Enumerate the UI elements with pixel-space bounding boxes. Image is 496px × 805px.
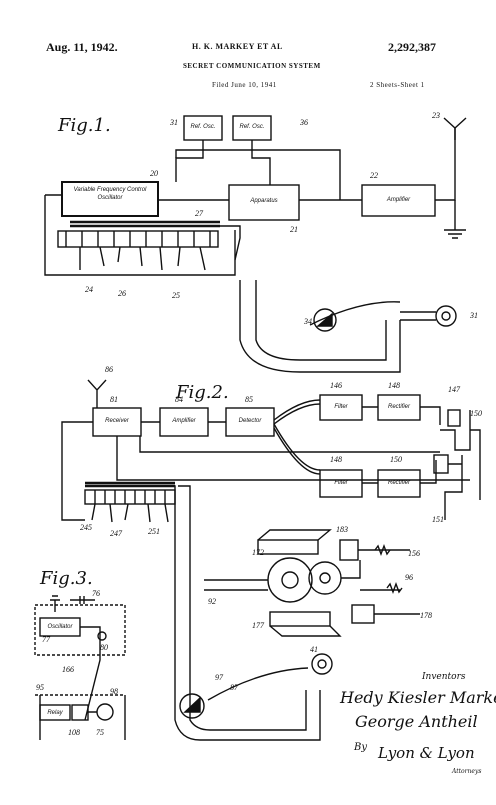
fig3-housing — [34, 604, 126, 656]
svg-text:247: 247 — [110, 529, 123, 538]
svg-text:25: 25 — [172, 291, 180, 300]
patent-date: Aug. 11, 1942. — [46, 40, 118, 54]
svg-text:80: 80 — [100, 643, 108, 652]
svg-text:31: 31 — [169, 118, 178, 127]
fig1-apparatus-label: Apparatus — [250, 198, 278, 204]
svg-text:24: 24 — [85, 285, 93, 294]
fig2-filter-bottom-label: Filter — [334, 480, 348, 486]
fig3-label: Fig.3. — [40, 568, 93, 589]
svg-text:27: 27 — [195, 209, 204, 218]
svg-text:21: 21 — [290, 225, 298, 234]
svg-text:22: 22 — [370, 171, 378, 180]
patent-number: 2,292,387 — [388, 40, 436, 54]
svg-text:150: 150 — [470, 409, 482, 418]
svg-text:20: 20 — [150, 169, 158, 178]
fig1-ref-osc-label-1: Ref. Osc. — [190, 124, 216, 130]
svg-text:26: 26 — [118, 289, 126, 298]
svg-text:95: 95 — [36, 683, 44, 692]
fig1-switch-row — [57, 230, 219, 248]
patent-inventors: H. K. MARKEY ET AL — [192, 42, 283, 51]
svg-text:96: 96 — [405, 573, 413, 582]
sheet-count: 2 Sheets-Sheet 1 — [370, 81, 425, 89]
fig3-relay-label: Relay — [47, 710, 63, 716]
fig2-filter-top-label: Filter — [334, 404, 348, 410]
svg-text:166: 166 — [62, 665, 74, 674]
fig3-oscillator-label: Oscillator — [47, 624, 73, 630]
attorney-signature: Lyon & Lyon — [378, 744, 475, 762]
svg-text:97: 97 — [215, 673, 224, 682]
svg-text:75: 75 — [96, 728, 104, 737]
svg-text:98: 98 — [110, 687, 118, 696]
fig1-amplifier-label: Amplifier — [386, 197, 411, 203]
svg-text:148: 148 — [330, 455, 342, 464]
svg-text:178: 178 — [420, 611, 432, 620]
attorneys-label: Attorneys — [452, 768, 482, 775]
svg-text:92: 92 — [208, 597, 216, 606]
svg-text:245: 245 — [80, 523, 92, 532]
filed-date: Filed June 10, 1941 — [212, 81, 277, 89]
fig1-label: Fig.1. — [58, 115, 111, 136]
svg-text:151: 151 — [432, 515, 444, 524]
fig2-circuit: 86 81 84 85 146 148 147 150 148 150 151 … — [61, 365, 482, 741]
svg-text:177: 177 — [252, 621, 265, 630]
svg-text:23: 23 — [432, 111, 440, 120]
inventor-signature-2: George Antheil — [355, 712, 478, 731]
fig2-detector-label: Detector — [238, 418, 262, 424]
fig2-label: Fig.2. — [176, 382, 229, 403]
svg-text:172: 172 — [252, 548, 264, 557]
svg-text:36: 36 — [299, 118, 308, 127]
svg-text:183: 183 — [336, 525, 348, 534]
by-label: By — [354, 742, 367, 753]
svg-text:156: 156 — [408, 549, 420, 558]
fig2-tape-spool — [179, 693, 205, 719]
svg-text:147: 147 — [448, 385, 461, 394]
svg-text:84: 84 — [175, 395, 183, 404]
fig1-freq-control-label: Variable Frequency Control Oscillator — [73, 187, 147, 201]
svg-text:31: 31 — [469, 311, 478, 320]
patent-title: SECRET COMMUNICATION SYSTEM — [183, 62, 321, 70]
svg-text:77: 77 — [42, 635, 51, 644]
svg-text:146: 146 — [330, 381, 342, 390]
fig2-drive-wheel — [267, 557, 313, 603]
svg-text:150: 150 — [390, 455, 402, 464]
svg-text:86: 86 — [105, 365, 113, 374]
svg-text:81: 81 — [110, 395, 118, 404]
fig2-amplifier-label: Amplifier — [172, 418, 196, 424]
svg-text:251: 251 — [148, 527, 160, 536]
inventor-signature-1: Hedy Kiesler Markey — [340, 688, 496, 707]
svg-text:85: 85 — [245, 395, 253, 404]
fig2-receiver-label: Receiver — [105, 418, 129, 424]
fig2-rectifier-top-label: Rectifier — [387, 404, 410, 410]
svg-text:76: 76 — [92, 589, 100, 598]
fig1-apparatus-box — [228, 184, 300, 221]
fig2-rectifier-bottom-label: Rectifier — [387, 480, 410, 486]
svg-text:34: 34 — [303, 317, 312, 326]
svg-text:87: 87 — [230, 683, 239, 692]
fig1-tape-spool — [313, 308, 337, 332]
inventors-label: Inventors — [422, 672, 466, 682]
svg-text:108: 108 — [68, 728, 80, 737]
svg-text:41: 41 — [310, 645, 318, 654]
fig1-circuit: 31 36 23 20 22 21 27 24 26 25 34 31 — [44, 111, 478, 373]
fig3-circuit: 76 77 80 166 95 98 108 75 — [34, 589, 126, 740]
fig1-freq-control-box — [61, 181, 159, 217]
fig1-ref-osc-label-2: Ref. Osc. — [239, 124, 265, 130]
svg-text:148: 148 — [388, 381, 400, 390]
